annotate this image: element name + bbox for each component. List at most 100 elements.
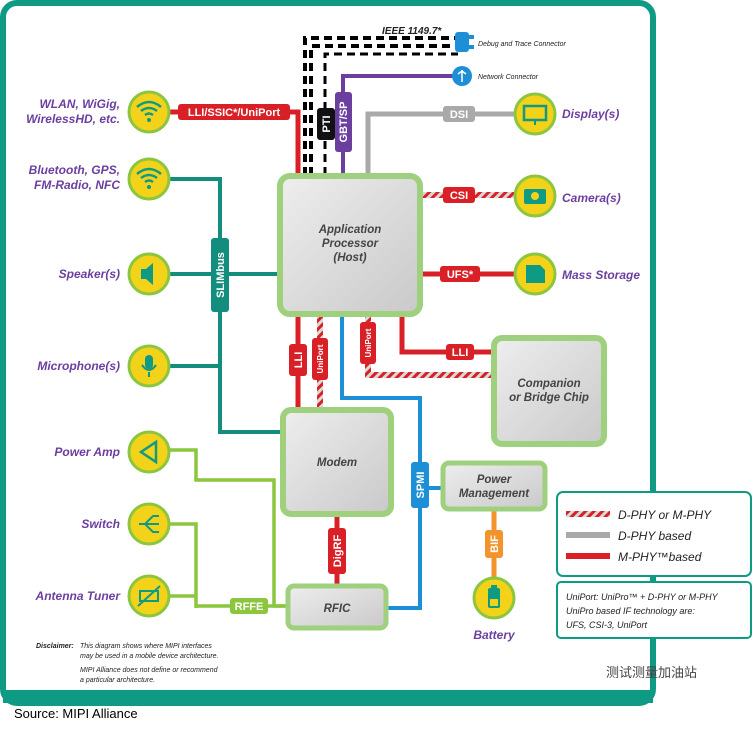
antenna-tuner-icon bbox=[127, 574, 171, 618]
uniport-right-horz bbox=[365, 372, 495, 378]
legend-dphy-mphy: D-PHY or M-PHY bbox=[618, 508, 712, 522]
svg-text:GBT/SP: GBT/SP bbox=[338, 102, 350, 143]
disclaimer-line-4: a particular architecture. bbox=[80, 677, 155, 684]
bus-uniport-left: UniPort bbox=[312, 338, 328, 380]
bus-lli-ssic: LLI/SSIC*/UniPort bbox=[178, 104, 290, 120]
legend-dphy: D-PHY based bbox=[618, 529, 691, 543]
microphone-label: Microphone(s) bbox=[37, 359, 120, 373]
storage-icon bbox=[513, 252, 557, 296]
switch-label: Switch bbox=[81, 517, 120, 531]
companion-box: Companion or Bridge Chip bbox=[491, 335, 607, 447]
uniport-note-line-3: UFS, CSI-3, UniPort bbox=[566, 620, 648, 630]
bus-digrf: DigRF bbox=[328, 528, 346, 574]
camera-label: Camera(s) bbox=[562, 191, 621, 205]
camera-icon bbox=[513, 174, 557, 218]
svg-text:SLIMbus: SLIMbus bbox=[215, 252, 227, 298]
app-processor-box: Application Processor (Host) bbox=[277, 173, 423, 317]
bus-lli-left: LLI bbox=[289, 344, 307, 376]
svg-text:SPMI: SPMI bbox=[415, 472, 427, 499]
power-amp-icon bbox=[127, 430, 171, 474]
debug-label: Debug and Trace Connector bbox=[478, 41, 566, 48]
dsi-line bbox=[365, 111, 518, 175]
legend-dphy-mphy-swatch bbox=[566, 511, 610, 517]
svg-text:UniPort: UniPort bbox=[316, 344, 325, 373]
power-management-box: Power Management bbox=[440, 460, 548, 512]
bus-dsi: DSI bbox=[443, 106, 475, 122]
svg-text:UniPort: UniPort bbox=[364, 328, 373, 357]
app-processor-label-1: Application bbox=[318, 224, 382, 236]
watermark: 测试测量加油站 bbox=[606, 666, 698, 681]
wlan-label-2: WirelessHD, etc. bbox=[26, 112, 120, 126]
bus-csi: CSI bbox=[443, 187, 475, 203]
modem-box: Modem bbox=[280, 407, 394, 517]
bus-uniport-right: UniPort bbox=[360, 322, 376, 364]
rffe-lines bbox=[168, 448, 288, 608]
battery-label: Battery bbox=[473, 628, 516, 642]
ieee-label: IEEE 1149.7* bbox=[382, 26, 442, 37]
bus-ufs: UFS* bbox=[440, 266, 480, 282]
legend-mphy-swatch bbox=[566, 553, 610, 559]
disclaimer-line-3: MIPI Alliance does not define or recomme… bbox=[80, 667, 219, 674]
usb-icon bbox=[452, 66, 472, 86]
uniport-note: UniPort: UniPro™ + D-PHY or M-PHY UniPro… bbox=[556, 581, 752, 639]
antenna-tuner-label: Antenna Tuner bbox=[35, 589, 122, 603]
speaker-icon bbox=[127, 252, 171, 296]
rfic-box: RFIC bbox=[285, 583, 389, 631]
power-mgmt-label-1: Power bbox=[477, 474, 512, 486]
svg-text:CSI: CSI bbox=[450, 190, 468, 202]
bluetooth-label-1: Bluetooth, GPS, bbox=[29, 163, 120, 177]
app-processor-label-2: Processor bbox=[322, 238, 379, 250]
lli-ssic-line bbox=[168, 109, 301, 175]
frame-bottom-bar bbox=[3, 690, 653, 703]
power-mgmt-label-2: Management bbox=[459, 488, 530, 500]
bus-rffe: RFFE bbox=[230, 598, 268, 614]
modem-label: Modem bbox=[317, 457, 357, 469]
svg-text:UFS*: UFS* bbox=[447, 269, 474, 281]
uniport-note-line-1: UniPort: UniPro™ + D-PHY or M-PHY bbox=[566, 592, 719, 602]
uniport-note-line-2: UniPro based IF technology are: bbox=[566, 606, 695, 616]
companion-label-1: Companion bbox=[517, 378, 580, 390]
debug-connector-icon bbox=[455, 32, 474, 52]
gbt-line bbox=[341, 74, 458, 175]
ieee-lines bbox=[303, 36, 458, 175]
display-icon bbox=[513, 92, 557, 136]
bus-slimbus: SLIMbus bbox=[211, 238, 229, 312]
svg-text:LLI: LLI bbox=[452, 347, 469, 359]
disclaimer-line-1: This diagram shows where MIPI interfaces bbox=[80, 643, 212, 650]
bluetooth-label-2: FM-Radio, NFC bbox=[34, 178, 120, 192]
switch-icon bbox=[127, 502, 171, 546]
power-amp-label: Power Amp bbox=[54, 445, 120, 459]
storage-label: Mass Storage bbox=[562, 268, 640, 282]
bus-spmi: SPMI bbox=[411, 462, 429, 508]
app-processor-label-3: (Host) bbox=[333, 252, 366, 264]
display-label: Display(s) bbox=[562, 107, 619, 121]
rfic-label: RFIC bbox=[324, 603, 352, 615]
svg-text:DigRF: DigRF bbox=[332, 535, 344, 568]
svg-text:LLI/SSIC*/UniPort: LLI/SSIC*/UniPort bbox=[188, 107, 281, 119]
disclaimer-line-2: may be used in a mobile device architect… bbox=[80, 653, 219, 660]
legend-mphy: M-PHY™based bbox=[618, 550, 702, 564]
disclaimer-title: Disclaimer: bbox=[36, 643, 74, 650]
microphone-icon bbox=[127, 344, 171, 388]
bus-pti: PTI bbox=[317, 108, 335, 140]
svg-text:BIF: BIF bbox=[489, 535, 501, 553]
companion-label-2: or Bridge Chip bbox=[509, 392, 589, 404]
legend: D-PHY or M-PHY D-PHY based M-PHY™based bbox=[556, 491, 752, 577]
legend-dphy-swatch bbox=[566, 532, 610, 538]
wlan-label-1: WLAN, WiGig, bbox=[39, 97, 120, 111]
wireless-icon bbox=[127, 157, 171, 201]
bus-gbt-sp: GBT/SP bbox=[335, 92, 352, 152]
bus-lli-right: LLI bbox=[446, 344, 474, 360]
source-caption: Source: MIPI Alliance bbox=[14, 706, 138, 721]
bus-bif: BIF bbox=[485, 530, 503, 558]
disclaimer: Disclaimer: This diagram shows where MIP… bbox=[36, 643, 219, 684]
svg-text:DSI: DSI bbox=[450, 109, 468, 121]
speaker-label: Speaker(s) bbox=[59, 267, 120, 281]
svg-text:PTI: PTI bbox=[321, 115, 333, 132]
svg-text:LLI: LLI bbox=[293, 352, 305, 369]
wifi-icon bbox=[127, 90, 171, 134]
svg-text:RFFE: RFFE bbox=[235, 601, 264, 613]
battery-icon bbox=[472, 576, 516, 620]
network-label: Network Connector bbox=[478, 74, 539, 81]
